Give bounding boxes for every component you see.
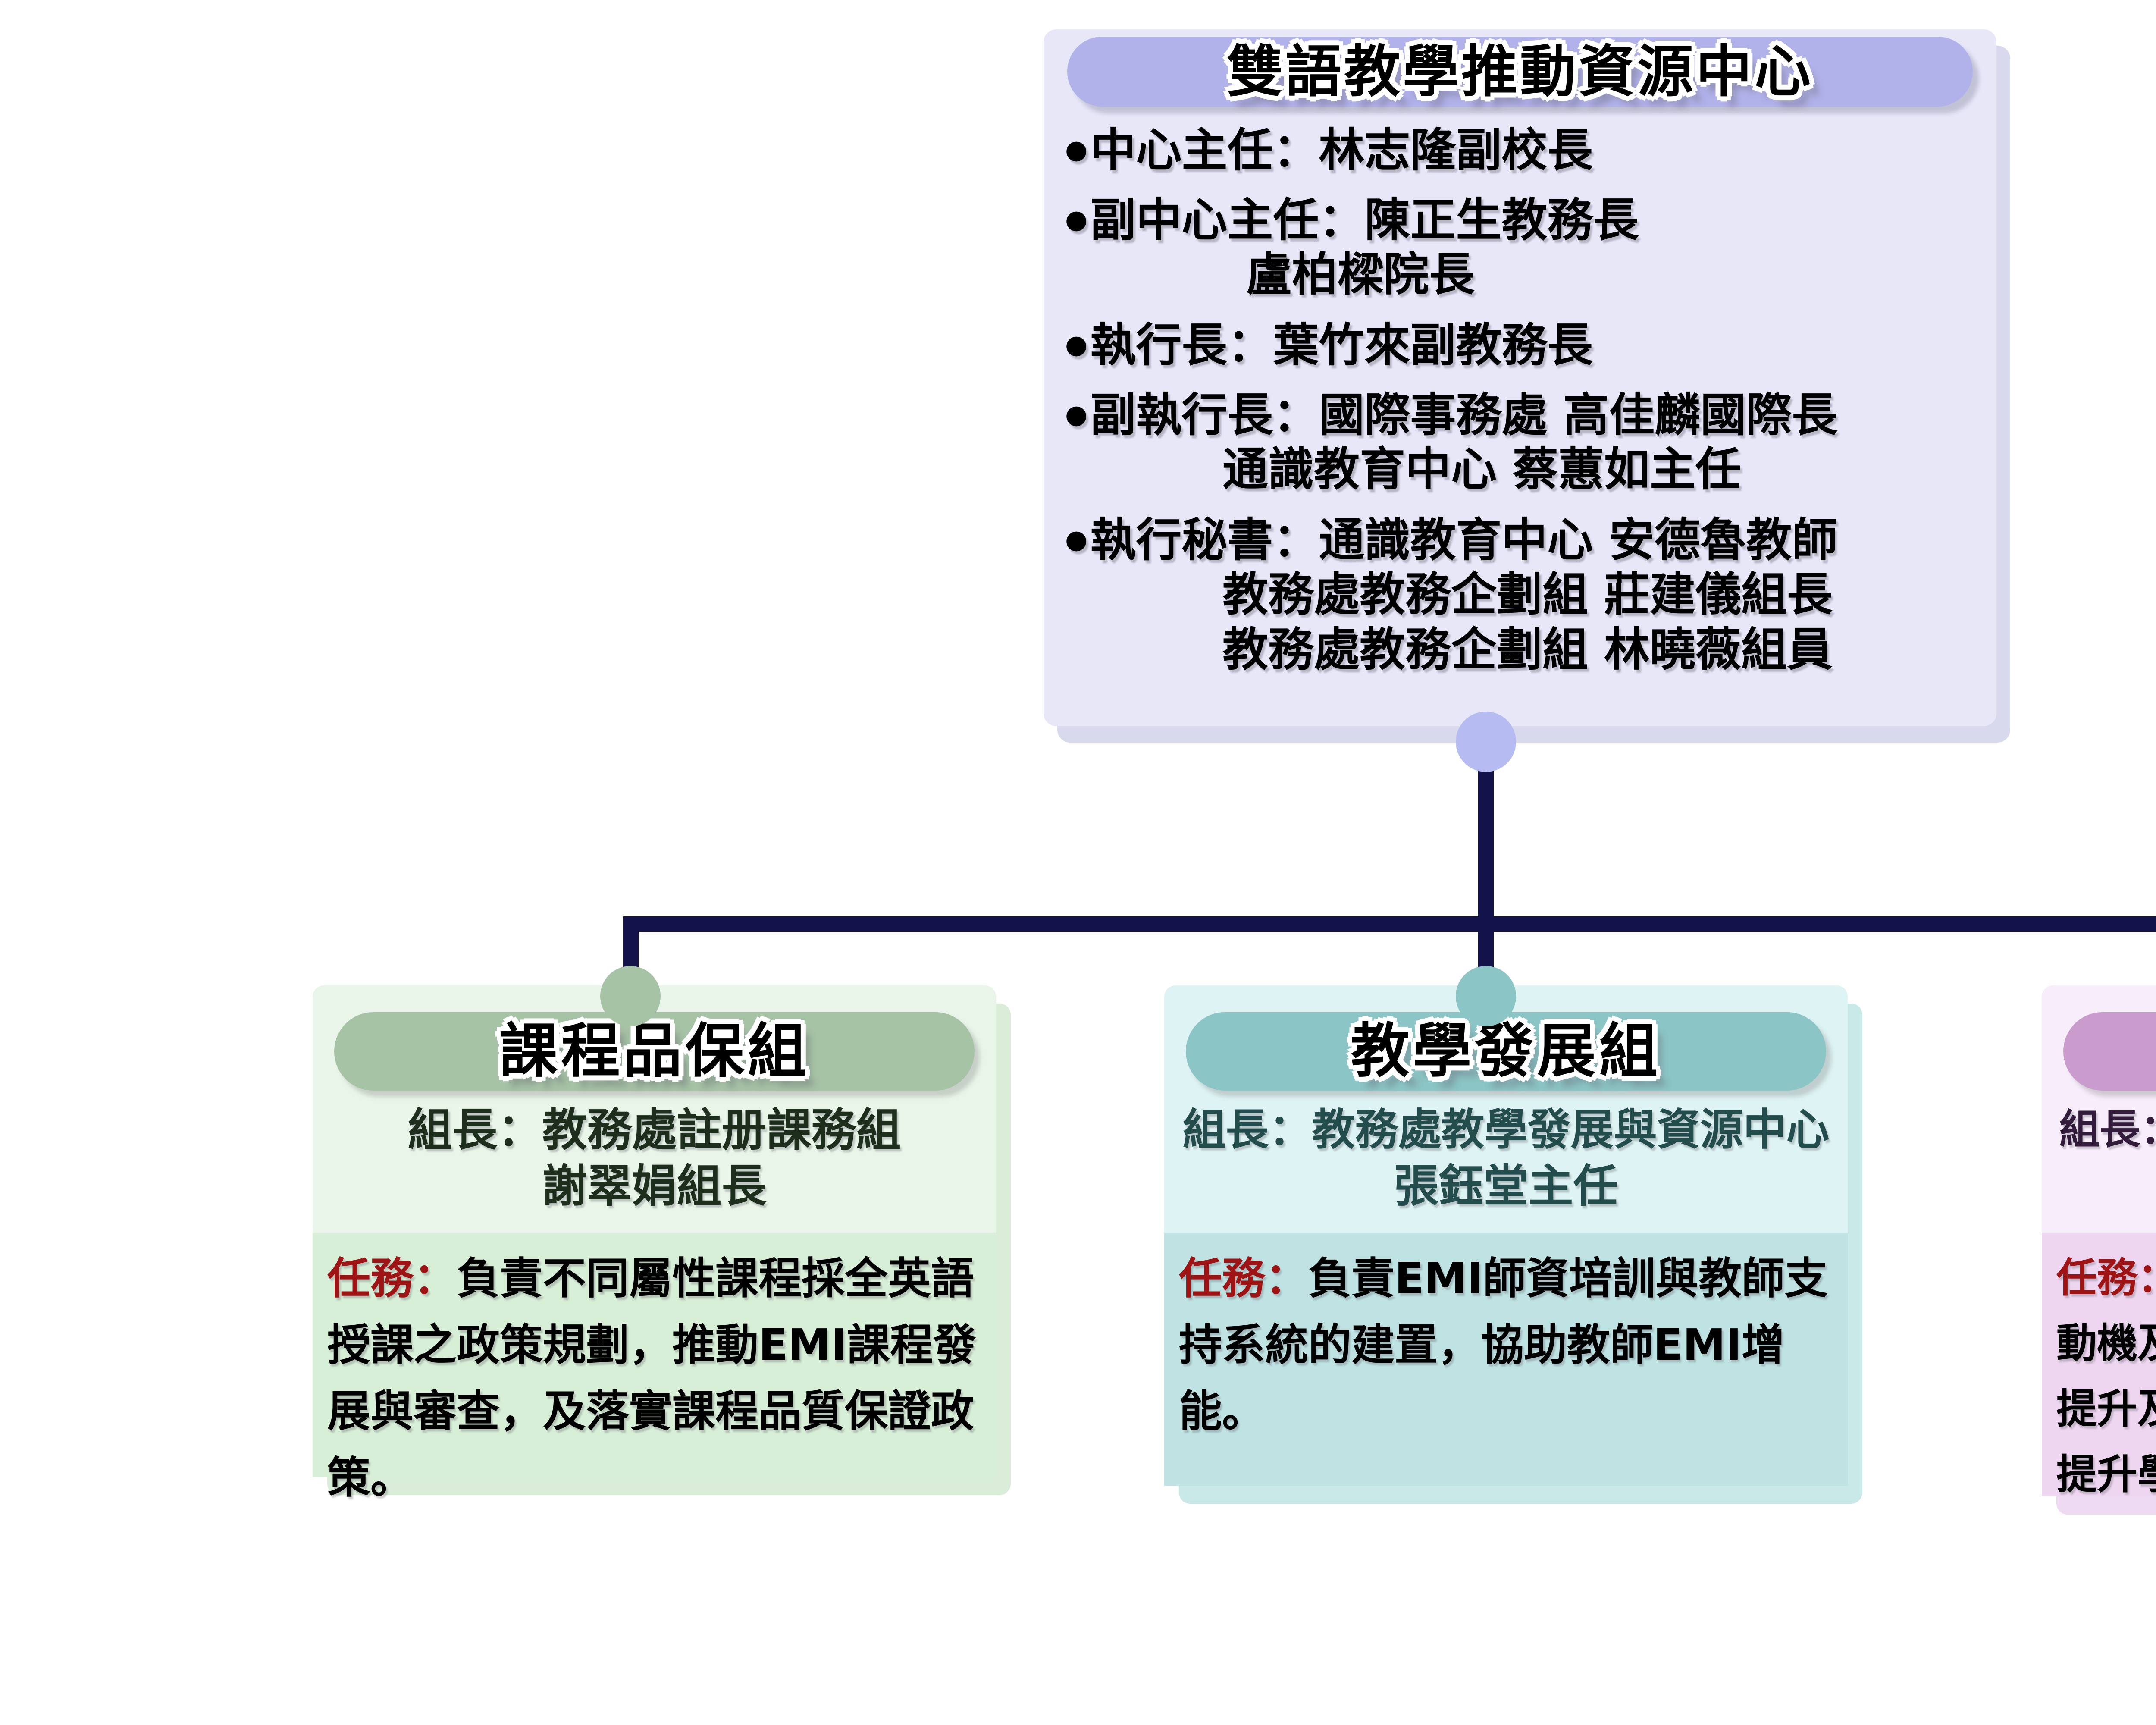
group-leader-line: 組長：教務處教學發展與資源中心: [1182, 1104, 1830, 1155]
bullet-icon: ●: [1065, 135, 1088, 165]
task-text: 負責EMI師資培訓與教師支持系統的建置，協助教師EMI增能。: [1179, 1253, 1828, 1436]
group-title: 學習成效組: [2063, 1012, 2156, 1091]
task-text: 負責探究與分析學生英語學習動機及成效，據以規劃學生英文能力提升及獎勵方案，以增進…: [2056, 1320, 2156, 1498]
group-leader-line: 組長：通識教育中心語言與文化中心: [2059, 1106, 2156, 1153]
root-box: 雙語教學推動資源中心 ●中心主任：林志隆副校長 ●副中心主任：陳正生教務長 盧柏…: [1044, 29, 1996, 726]
member-text: 通識教育中心 蔡蕙如主任: [1222, 443, 1741, 496]
group-title: 教學發展組: [1351, 1017, 1661, 1085]
member-text: 副執行長：國際事務處 高佳麟國際長: [1090, 389, 1838, 442]
member-line: ●副中心主任：陳正生教務長: [1044, 192, 1996, 247]
task-section: 任務：負責EMI師資培訓與教師支持系統的建置，協助教師EMI增能。: [1164, 1233, 1848, 1486]
group-header-bar: 課程品保組: [334, 1012, 975, 1091]
bullet-icon: ●: [1065, 524, 1088, 555]
task-label: 任務：: [327, 1253, 457, 1304]
root-title: 雙語教學推動資源中心: [1226, 39, 1813, 104]
member-line: ●執行長：葉竹來副教務長: [1044, 317, 1996, 372]
member-text: 教務處教務企劃組 林曉薇組員: [1222, 623, 1833, 676]
group-leader-name: 楊立勤主任: [2042, 1158, 2156, 1214]
member-text: 教務處教務企劃組 莊建儀組長: [1222, 568, 1833, 621]
group-header-bar: 學習成效組: [2063, 1012, 2156, 1091]
connector-horizontal: [623, 916, 2156, 932]
member-list: ●中心主任：林志隆副校長 ●副中心主任：陳正生教務長 盧柏樑院長 ●執行長：葉竹…: [1044, 122, 1996, 677]
group-leader-name: 謝翠娟組長: [542, 1160, 767, 1212]
group-box-teaching-development: 教學發展組 組長：教務處教學發展與資源中心 張鈺堂主任 任務：負責EMI師資培訓…: [1164, 985, 1848, 1486]
node-circle-root: [1456, 712, 1516, 772]
member-text: 執行長：葉竹來副教務長: [1090, 319, 1593, 372]
node-circle-group1: [600, 966, 661, 1026]
task-paragraph: 任務：負責不同屬性課程採全英語授課之政策規劃，推動EMI課程發展與審查，及落實課…: [327, 1245, 981, 1511]
task-label: 任務：: [1179, 1253, 1308, 1304]
task-label: 任務：: [2056, 1255, 2156, 1302]
group-leader-line: 組長：教務處註册課務組: [407, 1104, 901, 1156]
task-section: 任務：負責不同屬性課程採全英語授課之政策規劃，推動EMI課程發展與審查，及落實課…: [313, 1233, 996, 1503]
task-text: 負責不同屬性課程採全英語授課之政策規劃，推動EMI課程發展與審查，及落實課程品質…: [327, 1253, 977, 1503]
member-line: 教務處教務企劃組 林曉薇組員: [1044, 622, 1996, 677]
member-text: 中心主任：林志隆副校長: [1090, 124, 1593, 177]
group-title: 課程品保組: [499, 1017, 810, 1085]
member-line: ●中心主任：林志隆副校長: [1044, 122, 1996, 177]
group-header-bar: 教學發展組: [1186, 1012, 1826, 1091]
member-text: 執行秘書：通識教育中心 安德魯教師: [1090, 514, 1838, 567]
member-line: 盧柏樑院長: [1044, 247, 1996, 302]
group-leader-name: 張鈺堂主任: [1394, 1160, 1618, 1212]
member-line: 通識教育中心 蔡蕙如主任: [1044, 442, 1996, 497]
bullet-icon: ●: [1065, 329, 1088, 360]
bullet-icon: ●: [1065, 399, 1088, 430]
group-box-curriculum-qa: 課程品保組 組長：教務處註册課務組 謝翠娟組長 任務：負責不同屬性課程採全英語授…: [313, 985, 996, 1503]
root-header-bar: 雙語教學推動資源中心: [1067, 37, 1973, 107]
task-paragraph: 任務：負責EMI師資培訓與教師支持系統的建置，協助教師EMI增能。: [1179, 1245, 1833, 1445]
bullet-icon: ●: [1065, 204, 1088, 235]
member-line: 教務處教務企劃組 莊建儀組長: [1044, 567, 1996, 622]
task-section: 任務： 負責探究與分析學生英語學習動機及成效，據以規劃學生英文能力提升及獎勵方案，…: [2042, 1233, 2156, 1498]
member-text: 盧柏樑院長: [1246, 248, 1475, 301]
task-paragraph: 任務： 負責探究與分析學生英語學習動機及成效，據以規劃學生英文能力提升及獎勵方案，…: [2056, 1245, 2156, 1508]
member-line: ●副執行長：國際事務處 高佳麟國際長: [1044, 387, 1996, 442]
node-circle-group2: [1456, 966, 1516, 1026]
group-box-learning-outcomes: 學習成效組 組長：通識教育中心語言與文化中心 楊立勤主任 任務： 負責探究與分析學…: [2042, 985, 2156, 1498]
member-line: ●執行秘書：通識教育中心 安德魯教師: [1044, 512, 1996, 567]
member-text: 副中心主任：陳正生教務長: [1090, 194, 1639, 247]
